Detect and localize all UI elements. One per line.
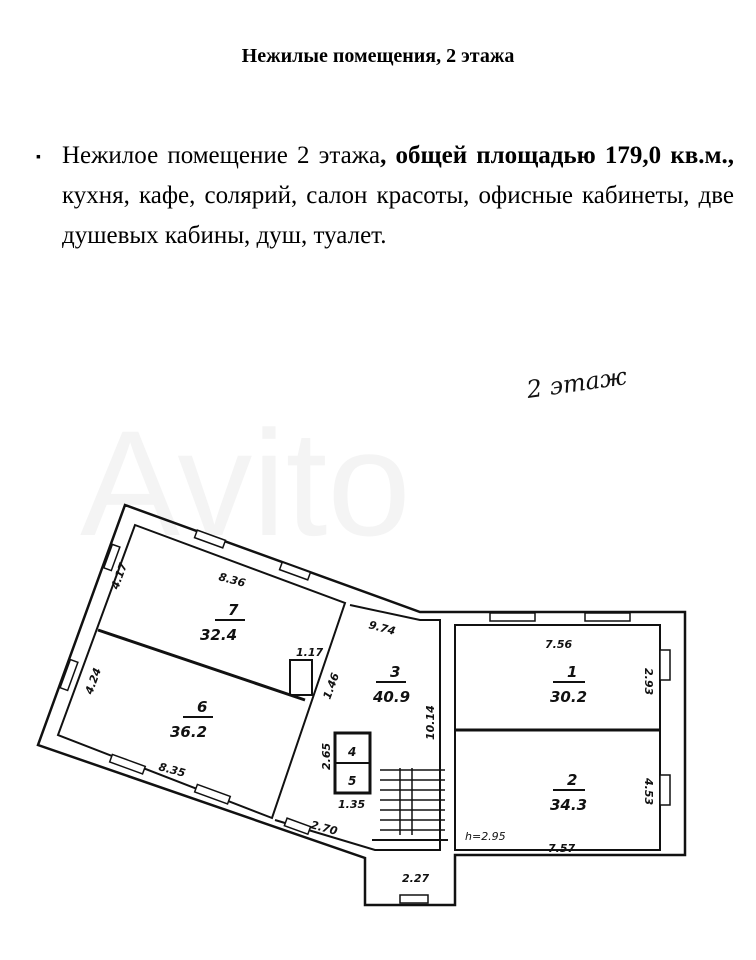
room-area: 32.4: [200, 626, 237, 644]
room-area: 40.9: [372, 688, 410, 706]
room-number: 3: [390, 663, 400, 681]
area-text: , общей площадью 179,0 кв.м.,: [380, 142, 734, 169]
dimension-label: 4.53: [642, 777, 655, 805]
room-area: 34.3: [550, 796, 587, 814]
dimension-label: 1.35: [338, 798, 365, 811]
room-1: 1 30.2: [550, 663, 587, 706]
dimension-label: 10.14: [424, 705, 437, 740]
room-area: 36.2: [170, 723, 207, 741]
dimension-label: 2.27: [402, 872, 429, 885]
dimension-label: 7.57: [548, 842, 575, 855]
dimension-label: 2.65: [320, 743, 333, 770]
room-7: 7 32.4: [200, 601, 245, 644]
room-area: 30.2: [550, 688, 587, 706]
dimension-label: 7.56: [545, 638, 572, 651]
room-number: 1: [567, 663, 577, 681]
room-2: 2 34.3: [550, 771, 587, 814]
room-number: 2: [567, 771, 577, 789]
dimension-label: 8.36: [217, 570, 247, 590]
room-number: 7: [228, 601, 239, 619]
room-number: 6: [197, 698, 207, 716]
page-title: Нежилые помещения, 2 этажа: [241, 45, 515, 67]
rooms-list-text: кухня, кафе, солярий, салон красоты, офи…: [62, 182, 734, 249]
staircase: [380, 768, 445, 835]
description-paragraph: Нежилое помещение 2 этажа, общей площадь…: [62, 136, 734, 256]
windows: [59, 529, 671, 904]
dimension-label: 8.35: [157, 760, 187, 780]
room-5-number: 5: [348, 774, 356, 788]
description-text: Нежилое помещение 2 этажа: [62, 142, 381, 169]
watermark-logo: Avito: [80, 399, 411, 567]
dimension-label: 2.93: [642, 668, 655, 695]
room-3: 3 40.9: [372, 663, 410, 706]
room-4-number: 4: [347, 745, 356, 759]
bullet-marker: ▪: [36, 150, 41, 165]
ceiling-height-label: h=2.95: [465, 830, 506, 843]
room-6: 6 36.2: [170, 698, 213, 741]
dimension-label: 4.24: [82, 666, 104, 697]
handwritten-floor-label: 2 этаж: [524, 362, 629, 404]
walls: [36, 503, 687, 907]
dimension-label: 1.46: [321, 671, 343, 701]
dimension-label: 1.17: [296, 646, 323, 659]
dimension-label: 9.74: [367, 618, 397, 638]
